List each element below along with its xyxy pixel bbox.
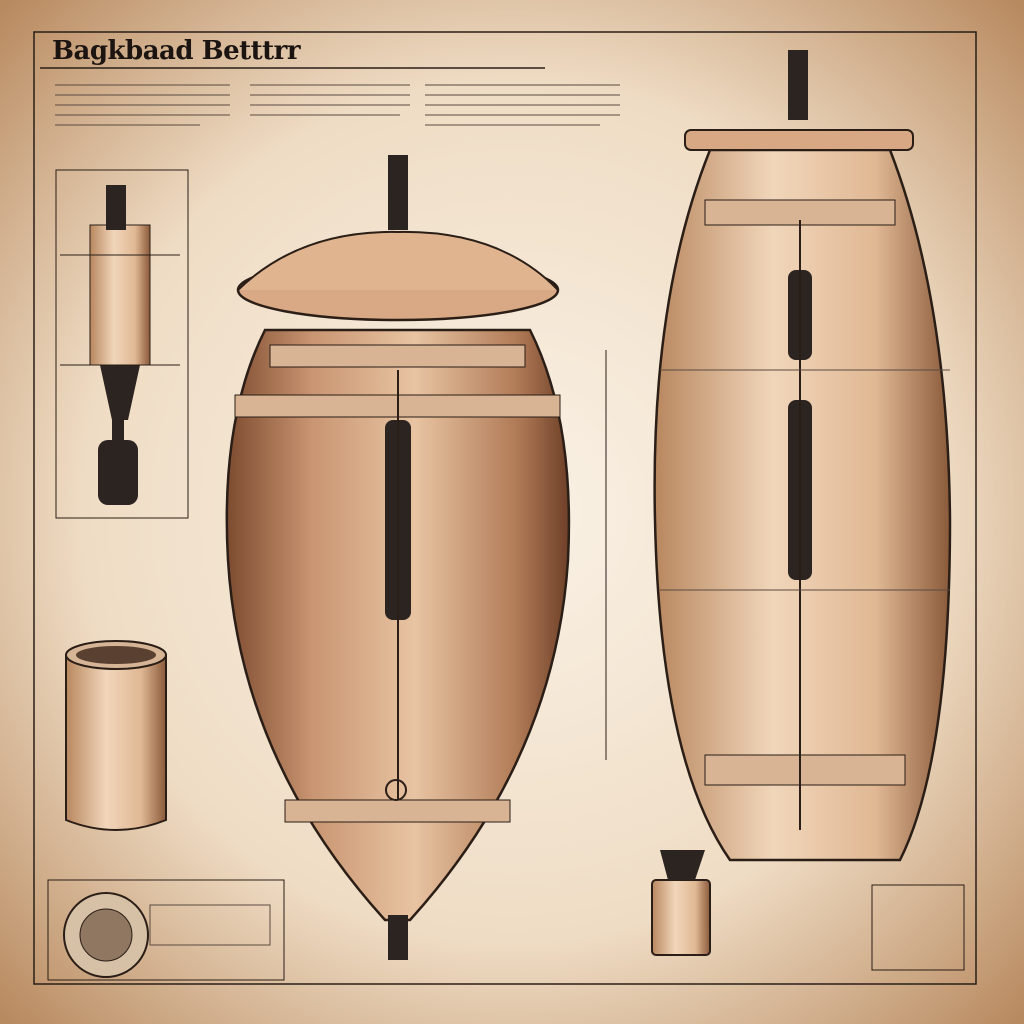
bottom-right-inset xyxy=(871,884,965,971)
right-jar xyxy=(653,50,952,862)
left-jar xyxy=(225,155,571,960)
electrode-inset xyxy=(55,169,189,519)
scribble-notes xyxy=(55,84,620,126)
bottom-left-inset xyxy=(47,879,285,981)
diagram-title: Bagkbaad Betttrr xyxy=(52,36,301,66)
clay-cylinder xyxy=(65,640,167,831)
frame-border xyxy=(33,31,977,985)
small-stopper-jar xyxy=(651,850,711,956)
